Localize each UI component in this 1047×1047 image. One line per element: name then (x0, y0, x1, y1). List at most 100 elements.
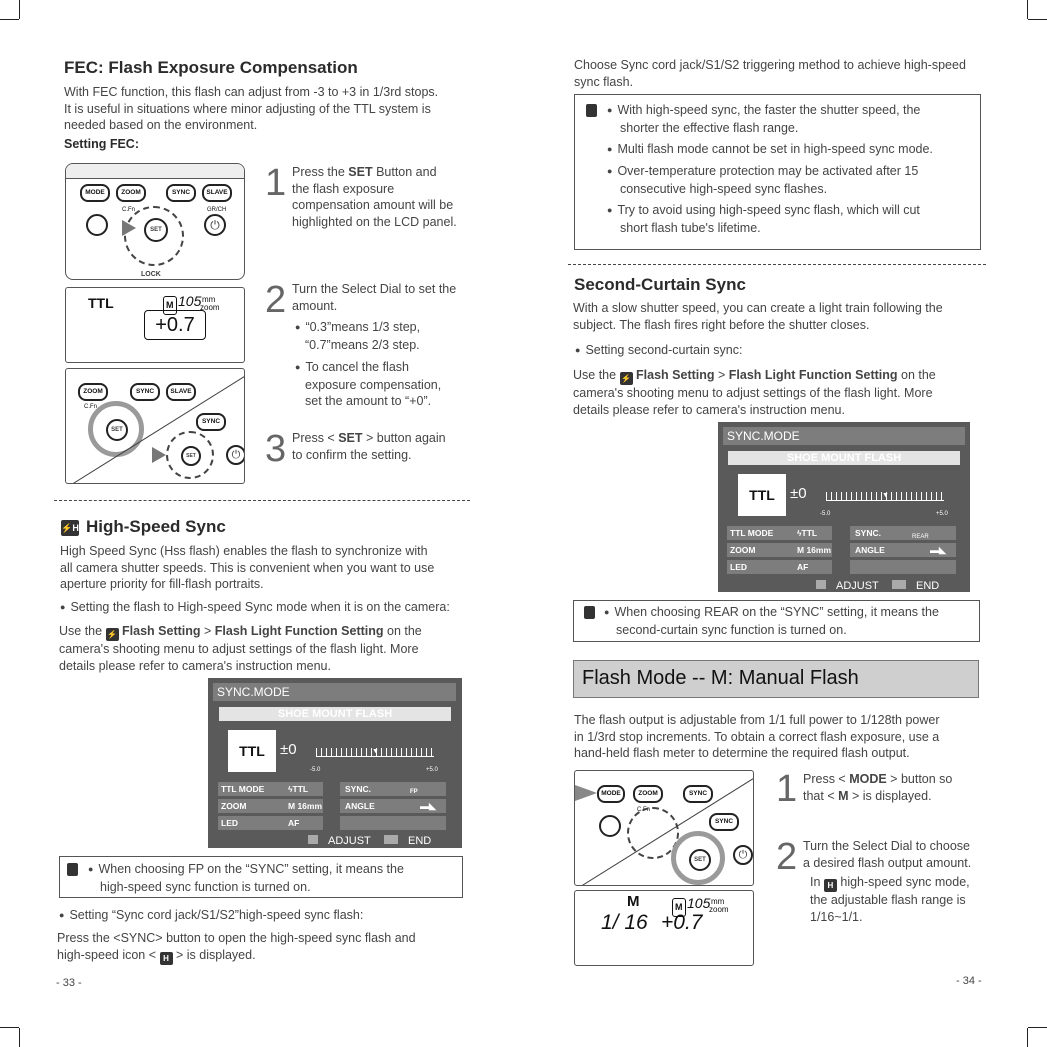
fec-scale (826, 492, 944, 501)
hss-title: High-Speed Sync (86, 517, 226, 536)
ttl-box: TTL (738, 474, 786, 516)
hss-notes-list: With high-speed sync, the faster the shu… (607, 102, 977, 237)
scs-use-text: Use the ⚡ Flash Setting > Flash Light Fu… (573, 368, 936, 417)
scale-max: +5.0 (936, 511, 948, 517)
select-dial[interactable] (627, 807, 679, 859)
select-dial[interactable] (671, 831, 725, 885)
fec-step1-text: Press the SET Button and the flash expos… (292, 165, 457, 229)
set-button[interactable]: SET (144, 218, 168, 242)
arrow-right-icon (122, 220, 136, 236)
end-icon (892, 580, 906, 589)
lcd-fec-value: +0.7 (661, 911, 703, 934)
scale-min: -5.0 (820, 511, 831, 517)
hss-notes-box: With high-speed sync, the faster the shu… (574, 94, 981, 250)
menu-row-sync[interactable]: SYNC.FP (340, 782, 446, 796)
set-button[interactable]: SET (106, 419, 128, 441)
step-number: 3 (265, 428, 287, 470)
menu-row-empty (850, 560, 956, 574)
camera-menu-lcd: SYNC.MODE SHOE MOUNT FLASH TTL ±0 ▼ -5.0… (718, 422, 970, 592)
lcd-zoom-value: 105 (687, 895, 711, 911)
section-divider (568, 264, 986, 265)
crop-mark (1028, 1027, 1047, 1028)
end-label: END (408, 835, 432, 847)
zoom-button[interactable]: ZOOM (116, 184, 146, 202)
lcd-mm: mm (711, 897, 725, 906)
manual-step2-note: In H high-speed sync mode, the adjustabl… (810, 875, 970, 924)
sync-button[interactable]: SYNC (709, 813, 739, 831)
fec-step2-text: Turn the Select Dial to set the amount. (292, 282, 457, 313)
lcd-mode-m: M (627, 893, 640, 910)
menu-row-sync[interactable]: SYNC.REAR (850, 526, 956, 540)
adjust-label: ADJUST (836, 580, 879, 592)
manual-step2-text: Turn the Select Dial to choose a desired… (803, 839, 972, 870)
lcd-zoom-m: M (163, 296, 177, 315)
mode-button[interactable]: MODE (597, 785, 625, 803)
cfn-label: C.Fn (122, 207, 136, 213)
hss-press-text: Press the <SYNC> button to open the high… (57, 931, 416, 965)
lcd-mm: mm (202, 295, 216, 304)
lcd-zoom-value: 105 (178, 293, 202, 309)
adjust-icon (816, 580, 826, 589)
menu-row-angle[interactable]: ANGLE▬◣ (340, 799, 446, 813)
power-button-icon[interactable]: ⏻ (204, 214, 226, 236)
sync-button[interactable]: SYNC (683, 785, 713, 803)
select-dial[interactable] (88, 401, 144, 457)
manual-step1-text: Press < MODE > button so that < M > is d… (803, 772, 953, 803)
step-number: 1 (776, 768, 798, 810)
power-button-icon[interactable]: ⏻ (226, 445, 244, 465)
mode-button[interactable]: MODE (80, 184, 110, 202)
sync-button[interactable]: SYNC (196, 413, 226, 431)
step-number: 2 (265, 279, 287, 321)
crop-mark (19, 0, 20, 19)
lcd-display-fec: TTL M 105 mm zoom +0.7 (65, 287, 245, 363)
crop-mark (19, 1028, 20, 1047)
scale-pointer-icon: ▼ (882, 492, 889, 499)
crop-mark (1028, 19, 1047, 20)
slave-button[interactable]: SLAVE (166, 383, 196, 401)
power-button-icon[interactable]: ⏻ (733, 845, 753, 865)
sync-button[interactable]: SYNC (166, 184, 196, 202)
lcd-zoom-m: M (672, 898, 686, 917)
arrow-right-icon (575, 785, 597, 801)
grch-label: GR/CH (207, 207, 227, 213)
flash-setting-icon: ⚡ (105, 628, 119, 641)
hss-icon: H (159, 951, 173, 965)
lcd-ttl-label: TTL (88, 295, 114, 311)
crop-mark (1027, 1028, 1028, 1047)
select-dial[interactable] (166, 431, 214, 479)
fec-pm: ±0 (280, 741, 297, 758)
crop-mark (0, 19, 19, 20)
note-icon (584, 606, 595, 619)
hss-use-text: Use the ⚡ Flash Setting > Flash Light Fu… (59, 624, 422, 673)
crop-mark (1027, 0, 1028, 19)
test-flash-icon[interactable] (86, 214, 108, 236)
hss-note-text: When choosing FP on the “SYNC” setting, … (88, 861, 458, 895)
test-flash-icon[interactable] (599, 815, 621, 837)
set-button[interactable]: SET (181, 446, 201, 466)
select-dial[interactable] (124, 206, 184, 266)
scale-max: +5.0 (426, 767, 438, 773)
menu-row-angle[interactable]: ANGLE▬◣ (850, 543, 956, 557)
hss-icon: H (823, 879, 837, 892)
step-number: 2 (776, 836, 798, 878)
sync-button[interactable]: SYNC (130, 383, 160, 401)
slave-button[interactable]: SLAVE (202, 184, 232, 202)
scs-note-text: When choosing REAR on the “SYNC” setting… (604, 604, 976, 638)
zoom-button[interactable]: ZOOM (633, 785, 663, 803)
angle-icon: ▬◣ (420, 801, 436, 811)
flash-control-panel: MODE ZOOM SYNC SLAVE C.Fn GR/CH SET ⏻ LO… (65, 163, 245, 280)
hss-bullet2: Setting “Sync cord jack/S1/S2”high-speed… (59, 907, 363, 925)
scs-note-box: When choosing REAR on the “SYNC” setting… (573, 600, 980, 642)
menu-header: SYNC.MODE (723, 427, 965, 445)
lcd-fec-value: +0.7 (144, 310, 206, 340)
zoom-button[interactable]: ZOOM (78, 383, 108, 401)
hss-bullet1: Setting the flash to High-speed Sync mod… (60, 599, 449, 617)
hss-note-box: When choosing FP on the “SYNC” setting, … (59, 856, 463, 898)
set-button[interactable]: SET (689, 849, 711, 871)
